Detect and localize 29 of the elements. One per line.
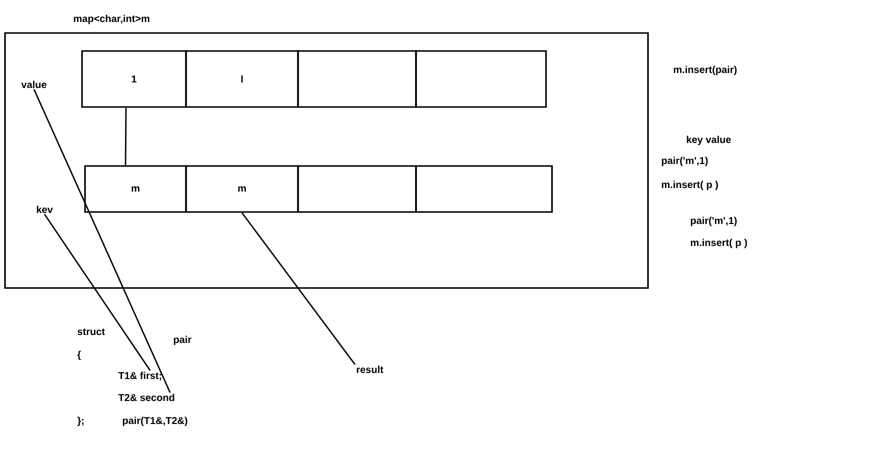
annotation-text: result <box>356 366 384 374</box>
cell-box <box>415 50 547 108</box>
cell-box <box>297 165 417 213</box>
cell-box <box>415 165 553 213</box>
cell-box: l <box>185 50 299 108</box>
leader-line <box>241 212 356 365</box>
code-text: pair(T1&,T2&) <box>122 416 188 426</box>
leader-line <box>33 89 171 393</box>
code-text: struct <box>78 328 105 336</box>
code-text: pair('m',1) <box>690 216 737 226</box>
connector-line <box>124 108 127 166</box>
code-text: m.insert(pair) <box>674 66 737 76</box>
annotation-text: value <box>21 80 46 88</box>
leader-line <box>44 214 151 371</box>
code-text: }; <box>77 416 84 426</box>
code-text: pair <box>174 336 192 346</box>
code-text: { <box>77 350 81 360</box>
cell-box <box>297 50 417 108</box>
cell-box: m <box>185 165 299 213</box>
code-text: pair('m',1) <box>662 156 708 166</box>
annotation-text: kev <box>36 206 53 214</box>
code-text: m.insert( p ) <box>690 238 747 248</box>
cell-box: 1 <box>81 50 187 108</box>
code-text: m.insert( p ) <box>662 180 718 190</box>
annotation-text: T2& second <box>118 394 174 402</box>
code-text: key value <box>686 136 731 146</box>
annotation-text: T1& first; <box>118 372 162 381</box>
cell-box: m <box>84 165 187 213</box>
heading: map<char,int>m <box>74 14 150 24</box>
